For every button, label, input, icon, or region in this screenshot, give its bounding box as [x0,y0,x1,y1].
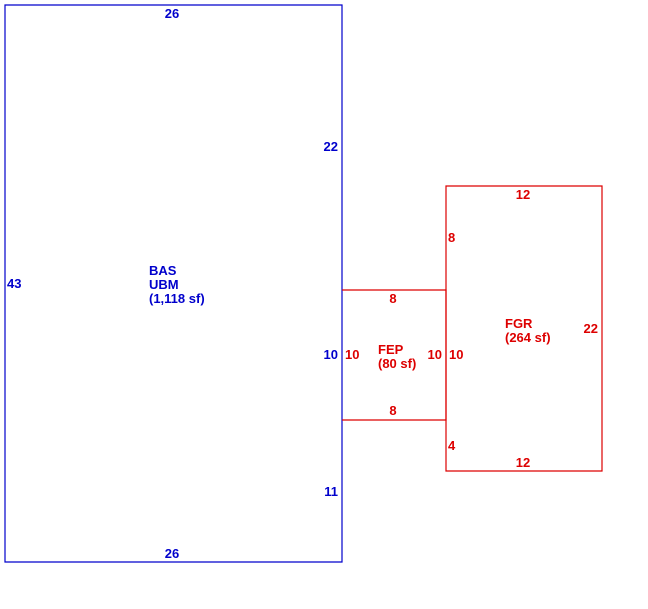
fep-area-label: (80 sf) [378,356,416,371]
fgr-dim-bottom: 12 [516,455,530,470]
bas-dim-right-lower: 11 [324,484,338,499]
bas-dim-top: 26 [165,6,179,21]
fgr-code-label: FGR [505,316,533,331]
bas-dim-right-middle: 10 [324,347,338,362]
fgr-dim-right: 22 [584,321,598,336]
bas-subcode-label: UBM [149,277,179,292]
bas-dim-right-upper: 22 [324,139,338,154]
fgr-dim-left-lower: 4 [448,438,456,453]
fep-dim-top: 8 [389,291,396,306]
fep-dim-right: 10 [428,347,442,362]
fgr-dim-left-upper: 8 [448,230,455,245]
bas-outline [4,4,343,563]
fgr-outline [445,185,603,472]
fep-dim-bottom: 8 [389,403,396,418]
fgr-dim-left-middle: 10 [449,347,463,362]
bas-area-label: (1,118 sf) [149,291,205,306]
fep-dim-left: 10 [345,347,359,362]
fgr-dim-top: 12 [516,187,530,202]
bas-dim-bottom: 26 [165,546,179,561]
fep-code-label: FEP [378,342,404,357]
bas-dim-left: 43 [7,276,21,291]
fgr-area-label: (264 sf) [505,330,551,345]
bas-code-label: BAS [149,263,177,278]
